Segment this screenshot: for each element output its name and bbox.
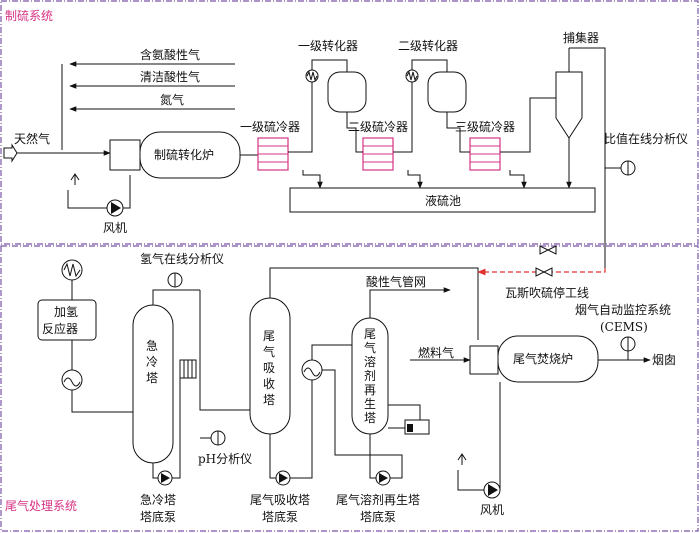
hydrogenation-reactor-label-2: 反应器 <box>42 321 78 336</box>
h2-analyzer-label: 氢气在线分析仪 <box>140 251 224 266</box>
cems-label-1: 烟气自动监控系统 <box>575 302 671 317</box>
sulfur-furnace-label: 制硫转化炉 <box>154 147 214 162</box>
liquid-sulfur-pit <box>289 187 596 213</box>
cooler-2-label: 二级硫冷器 <box>348 119 408 134</box>
solvent-regenerator-label: 尾气溶剂再生塔 <box>364 327 376 425</box>
blower-bottom-label: 风机 <box>480 503 504 517</box>
converter-2 <box>427 71 467 113</box>
hydrogenation-reactor <box>37 299 97 341</box>
sulfur-recovery-section-border <box>0 0 699 245</box>
quench-tower-label: 急冷塔 <box>146 338 158 385</box>
inlet-label-ammonia-acid-gas: 含氨酸性气 <box>140 47 200 62</box>
acid-gas-header-label: 酸性气管网 <box>366 274 426 289</box>
catcher <box>555 71 583 139</box>
natural-gas-inlet-arrow-icon <box>3 143 18 163</box>
bypass-line-label: 瓦斯吹硫停工线 <box>505 285 589 300</box>
regenerator-pump-label-2: 塔底泵 <box>360 509 396 524</box>
chimney-label: 烟囱 <box>652 353 676 367</box>
section-title-top: 制硫系统 <box>5 8 53 23</box>
hydrogenation-reactor-label-1: 加氢 <box>54 304 78 319</box>
cooler-3 <box>469 137 501 171</box>
converter-2-label: 二级转化器 <box>398 38 458 53</box>
converter-1 <box>327 71 367 113</box>
absorber-pump-label-1: 尾气吸收塔 <box>250 492 310 507</box>
sulfur-furnace <box>109 139 141 171</box>
bypass-line <box>477 268 606 276</box>
quench-pump-label-2: 塔底泵 <box>140 509 176 524</box>
cooler-2 <box>362 137 394 171</box>
cems-label-2: (CEMS) <box>600 320 648 334</box>
quench-pump-label-1: 急冷塔 <box>140 492 176 507</box>
regenerator-pump-label-1: 尾气溶剂再生塔 <box>336 492 420 507</box>
valve-upper-icon <box>539 245 557 255</box>
valve-lower-icon <box>535 267 553 277</box>
natural-gas-label: 天然气 <box>14 131 50 146</box>
cooler-1 <box>257 137 289 171</box>
ratio-analyzer-label: 比值在线分析仪 <box>604 131 688 146</box>
absorber-pump-label-2: 塔底泵 <box>262 509 298 524</box>
cooler-3-label: 三级硫冷器 <box>455 119 515 134</box>
section-title-bottom: 尾气处理系统 <box>5 498 77 513</box>
tail-gas-incinerator <box>469 345 499 375</box>
inlet-label-nitrogen: 氮气 <box>160 92 184 107</box>
converter-1-label: 一级转化器 <box>298 38 358 53</box>
tail-gas-section-border <box>0 245 699 532</box>
tail-gas-incinerator-label: 尾气焚烧炉 <box>513 351 573 366</box>
blower-top-label: 风机 <box>103 221 127 235</box>
cooler-1-label: 一级硫冷器 <box>240 119 300 134</box>
fuel-gas-label: 燃料气 <box>418 345 454 360</box>
tail-gas-absorber-label: 尾气吸收塔 <box>263 329 275 407</box>
ph-analyzer-label: pH分析仪 <box>198 452 252 466</box>
catcher-label: 捕集器 <box>563 30 599 45</box>
inlet-label-clean-acid-gas: 清洁酸性气 <box>140 69 200 84</box>
liquid-sulfur-pit-label: 液硫池 <box>425 193 461 208</box>
